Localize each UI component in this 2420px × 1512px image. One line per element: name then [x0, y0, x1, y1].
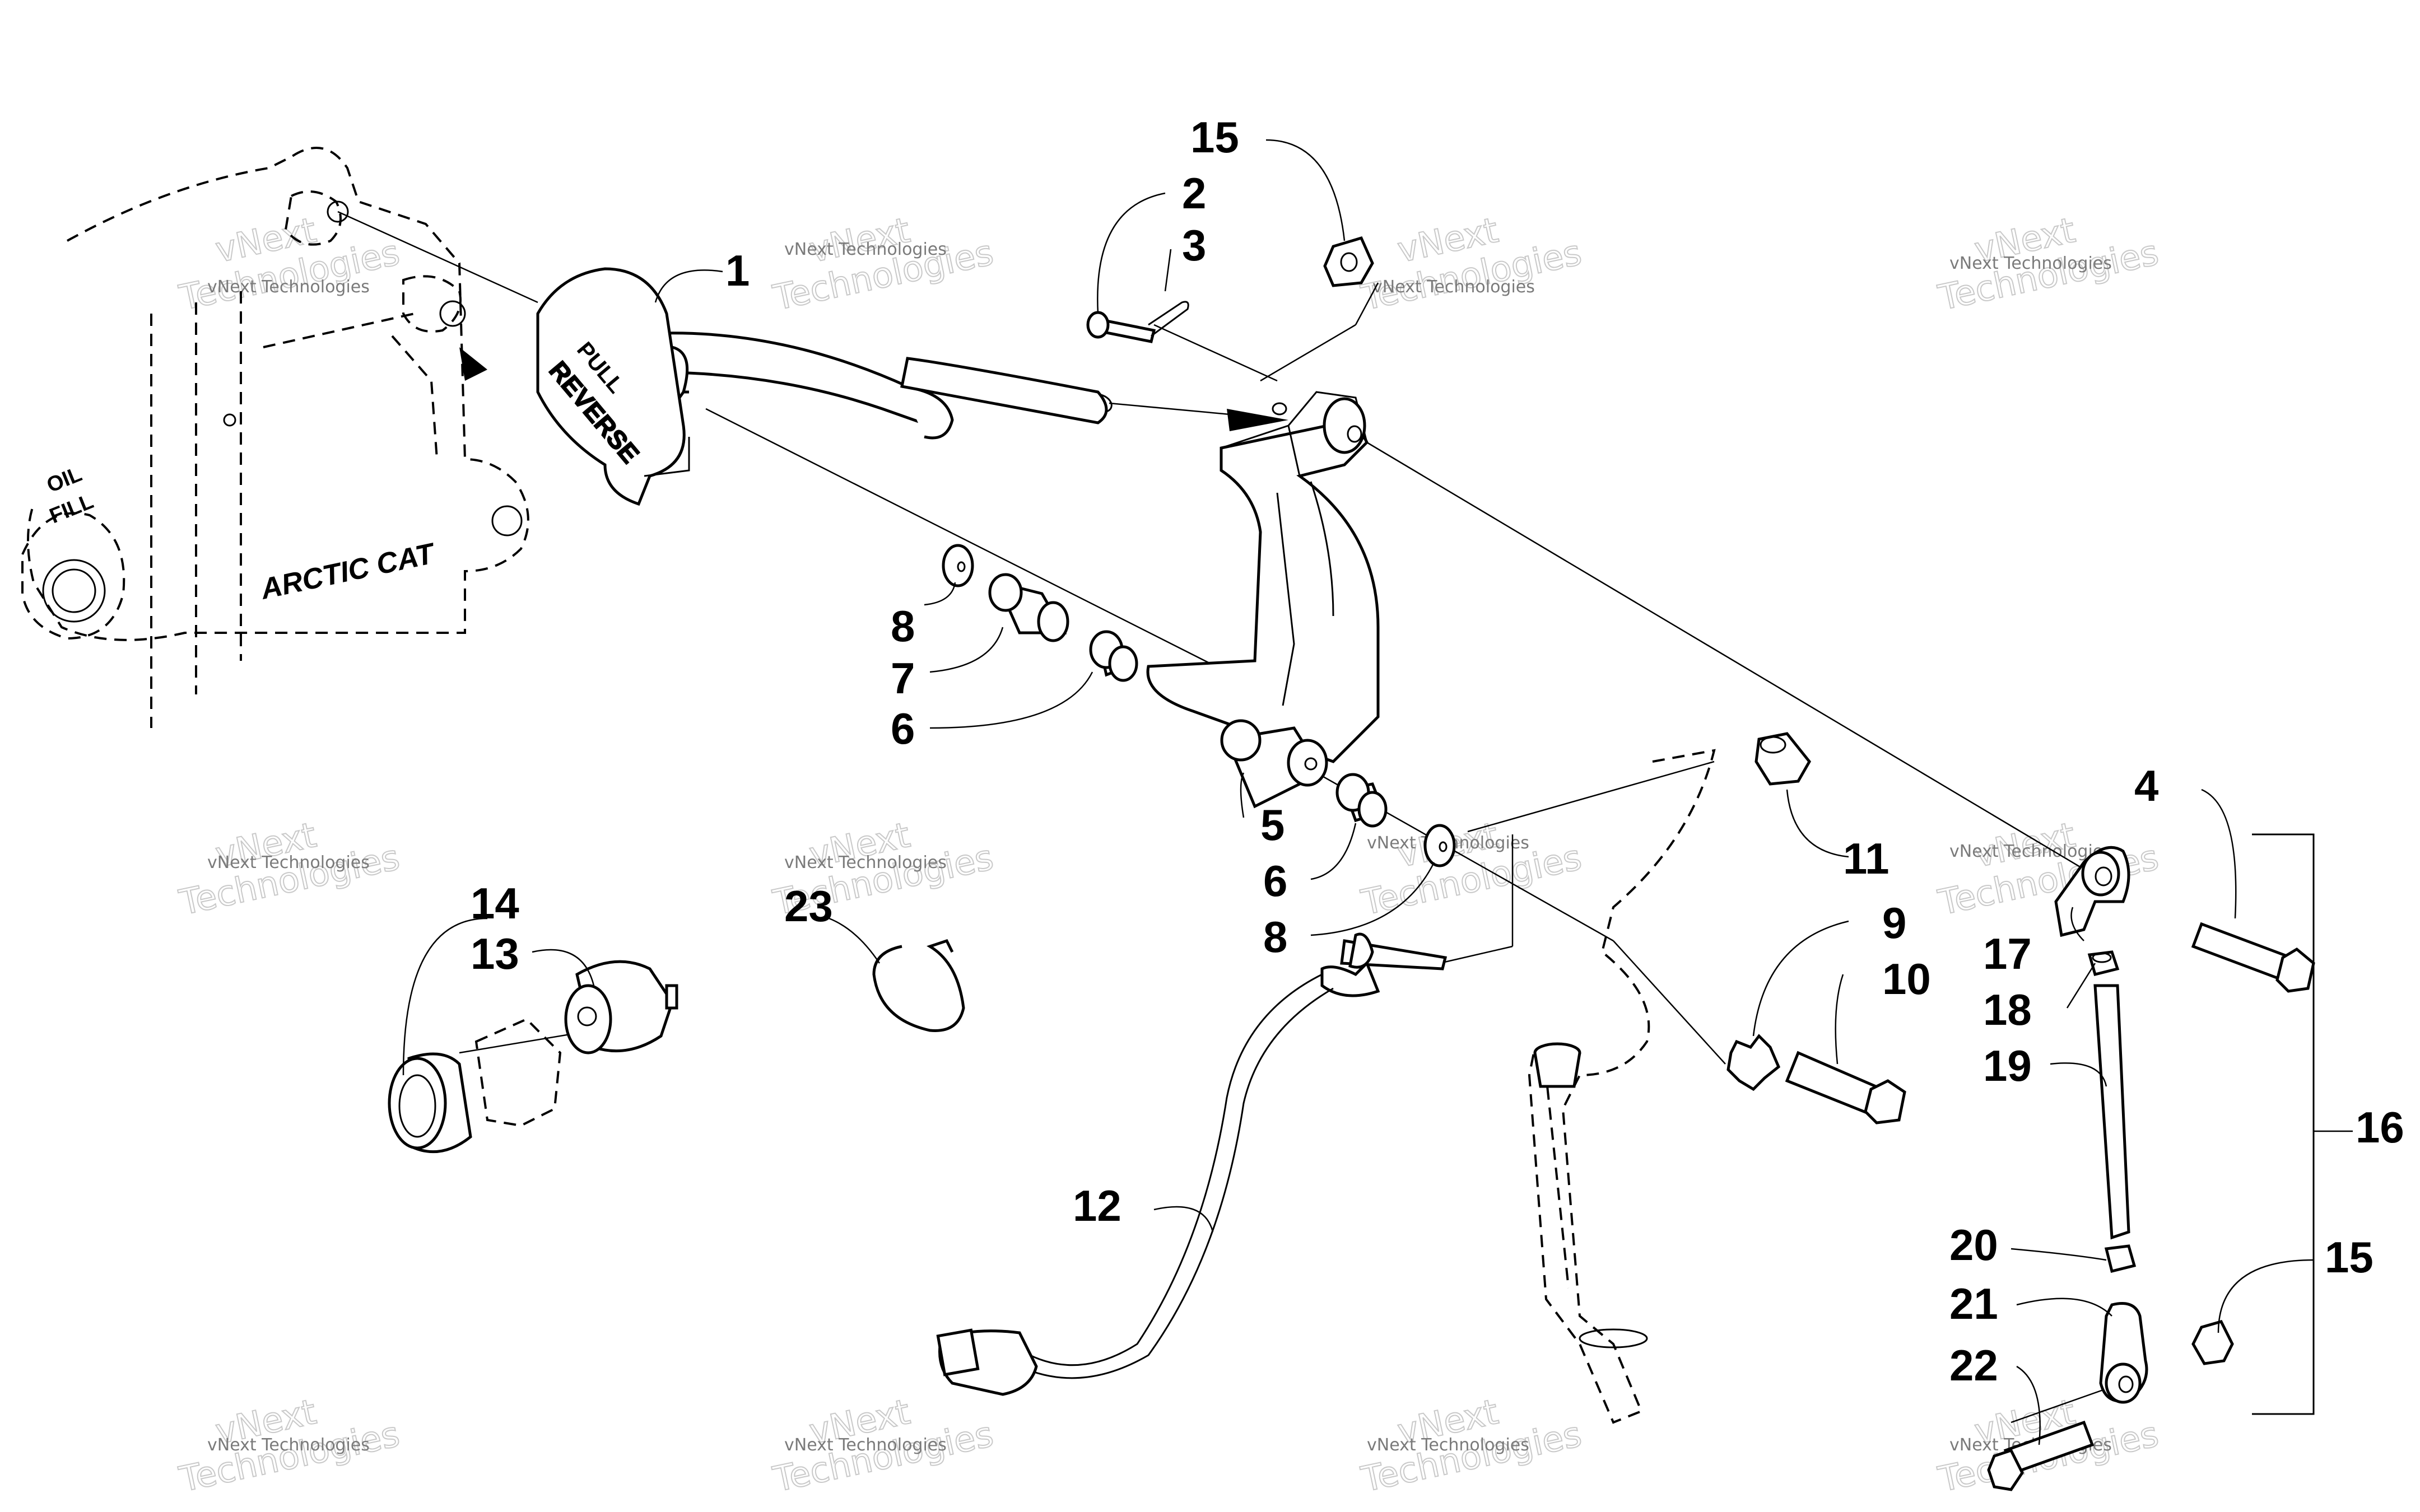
part-label-17: 17 [1983, 929, 2032, 978]
part-label-8-upper: 8 [891, 601, 915, 651]
label-leaders [402, 139, 2353, 1445]
watermark-text: vNext Technologies [1367, 1435, 1529, 1455]
part-label-23: 23 [784, 881, 833, 931]
part-label-11: 11 [1843, 834, 1889, 883]
oil-fill-cap-circle [42, 559, 106, 623]
part-label-19: 19 [1983, 1041, 2032, 1090]
part-label-6-upper: 6 [891, 704, 915, 753]
assembly-bracket-16 [2252, 833, 2315, 1415]
watermark-text: vNext Technologies [1949, 842, 2112, 861]
insert-arrow-icon [1227, 409, 1288, 431]
part-label-18: 18 [1983, 985, 2032, 1034]
part-label-10: 10 [1882, 954, 1931, 1004]
mounting-nut-ghost [474, 1018, 562, 1127]
threaded-rod-19 [2093, 984, 2130, 1240]
jam-nut-20 [2104, 1244, 2137, 1273]
watermark-text: vNext Technologies [207, 1435, 370, 1455]
mount-hole-circle [491, 505, 523, 536]
watermark-text: vNext Technologies [207, 853, 370, 872]
part-label-15-upper: 15 [1190, 113, 1239, 162]
part-label-1: 1 [725, 246, 750, 295]
watermark-text: vNext Technologies [784, 240, 947, 259]
part-label-21: 21 [1949, 1279, 1998, 1328]
bolt-22-head [1987, 1448, 2024, 1491]
brand-decal-text: ARCTIC CAT [257, 537, 439, 606]
part-label-7: 7 [891, 654, 915, 703]
watermark-text: vNext Technologies [784, 853, 947, 872]
bolt-4-head [2275, 947, 2315, 993]
clevis-pin-group [1086, 236, 1374, 343]
bolt-4-shank [2191, 922, 2293, 982]
part-label-14: 14 [471, 879, 519, 928]
reverse-switch-group [388, 960, 678, 1154]
part-label-8-lower: 8 [1263, 912, 1287, 962]
direction-arrow-icon [459, 347, 487, 381]
part-label-20: 20 [1949, 1220, 1998, 1270]
part-label-9: 9 [1882, 898, 1906, 948]
watermark-text: vNext Technologies [784, 1435, 947, 1455]
oil-decal-text: OIL [44, 463, 85, 498]
lock-washer-9 [1726, 1034, 1781, 1091]
part-label-2: 2 [1182, 169, 1206, 218]
locknut-15-upper [1323, 236, 1374, 287]
part-label-22: 22 [1949, 1341, 1998, 1390]
locknut-15-lower [2191, 1320, 2234, 1365]
part-label-16: 16 [2356, 1103, 2404, 1152]
wiring-harness-12 [936, 932, 1448, 1396]
part-label-15-lower: 15 [2325, 1233, 2374, 1282]
shift-lever-ghost [1528, 732, 1906, 1424]
part-label-6-lower: 6 [1263, 856, 1287, 906]
linkage-16 [1987, 833, 2315, 1491]
part-labels: 1 2 3 15 8 7 6 5 6 8 11 9 10 4 17 18 19 … [471, 113, 2404, 1390]
part-label-5: 5 [1260, 800, 1285, 850]
mount-hole-circle [327, 200, 349, 223]
part-label-12: 12 [1073, 1181, 1121, 1230]
part-label-4: 4 [2134, 761, 2158, 810]
watermark-text: vNext Technologies [207, 277, 370, 297]
oil-fill-cap-circle [52, 568, 96, 613]
cotter-pin [1148, 301, 1189, 337]
reverse-bracket [1146, 391, 1380, 809]
clip-23 [872, 939, 965, 1032]
part-label-13: 13 [471, 929, 519, 978]
watermark-text: vNext Technologies [1949, 254, 2112, 273]
part-label-3: 3 [1182, 221, 1206, 270]
cap-nut-11 [1755, 732, 1812, 786]
switch-terminal [665, 984, 678, 1010]
mount-hole-circle [223, 413, 236, 427]
reverse-handle [536, 267, 686, 506]
assembly-lines [337, 211, 2107, 1424]
bolt-10-head [1864, 1079, 1906, 1124]
watermark-text: vNext Technologies [1372, 277, 1535, 297]
bushings-and-washers [942, 544, 1456, 867]
mount-hole-circle [439, 300, 466, 327]
reverse-handle-assembly: PULL REVERSE [536, 267, 1288, 506]
reverse-rod [659, 332, 933, 428]
